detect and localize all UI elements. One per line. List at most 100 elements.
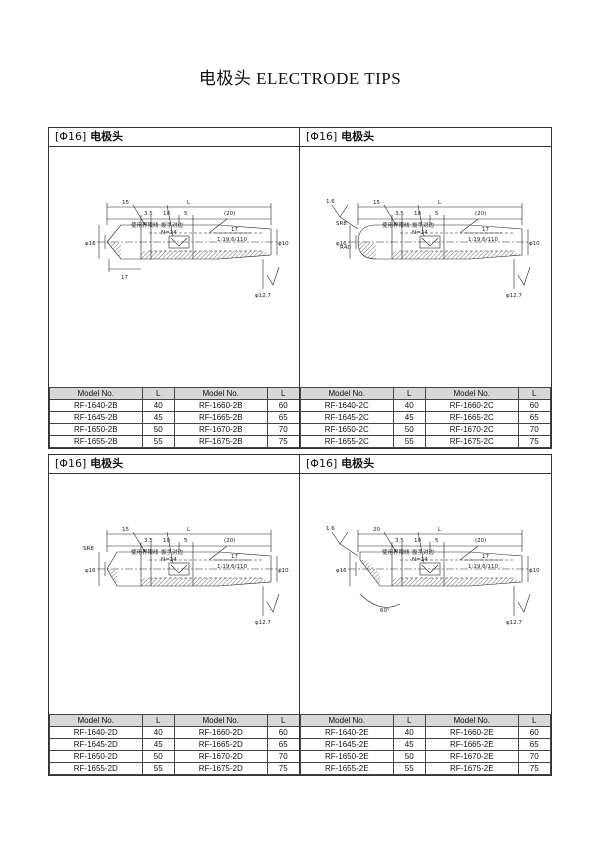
dim-seg5: (20) xyxy=(224,538,235,544)
table-header: Model No. xyxy=(174,387,268,400)
table-header: Model No. xyxy=(174,714,268,727)
technical-drawing: 15 3.5 10 5 (20) L 17 1:19.6/110 使用界限线 扳… xyxy=(49,147,300,382)
dim-taper: 1:19.6/110 xyxy=(468,564,498,570)
panel-header-title: 电极头 xyxy=(90,457,124,470)
dim-seg4: 5 xyxy=(184,538,188,544)
cell-model-no: RF-1665-2E xyxy=(425,738,519,751)
label-n14: N=14 xyxy=(161,230,177,236)
label-wrench: 扳手对边 xyxy=(412,221,435,229)
cell-length: 60 xyxy=(517,726,551,739)
cell-model-no: RF-1640-2D xyxy=(49,726,143,739)
cell-model-no: RF-1650-2D xyxy=(49,750,143,763)
dim-seg3: 10 xyxy=(163,211,170,217)
dim-seg5: (20) xyxy=(475,211,486,217)
dim-17: 17 xyxy=(231,554,238,560)
dim-seg4: 5 xyxy=(184,211,188,217)
dim-seg1: 20 xyxy=(373,527,380,533)
cell-length: 70 xyxy=(517,750,551,763)
table-header: L xyxy=(517,714,551,727)
cell-model-no: RF-1650-2E xyxy=(300,750,394,763)
dim-tolerance: φ12.7 xyxy=(506,620,522,626)
table-header: Model No. xyxy=(425,714,519,727)
dim-seg2: 3.5 xyxy=(395,538,404,544)
dim-phi10: φ10 xyxy=(278,568,289,574)
cell-model-no: RF-1640-2E xyxy=(300,726,394,739)
panel-header-tag: [Φ16] xyxy=(55,130,87,143)
dim-phi16: φ16 xyxy=(336,241,347,247)
page-title: 电极头 ELECTRODE TIPS xyxy=(198,69,402,88)
cell-model-no: RF-1640-2C xyxy=(300,399,394,412)
panel-tip-2d: [Φ16] 电极头 xyxy=(48,454,301,776)
dim-seg5: (20) xyxy=(224,211,235,217)
dim-tolerance: φ12.7 xyxy=(506,293,522,299)
dim-seg2: 3.5 xyxy=(144,538,153,544)
cell-model-no: RF-1640-2B xyxy=(49,399,143,412)
cell-model-no: RF-1650-2B xyxy=(49,423,143,436)
dim-L: L xyxy=(187,200,191,206)
dim-L: L xyxy=(438,527,442,533)
dim-angle: 1.6 xyxy=(326,199,335,205)
cell-length: 55 xyxy=(392,435,426,448)
panel-header: [Φ16] 电极头 xyxy=(49,455,300,474)
panel-header: [Φ16] 电极头 xyxy=(49,128,300,147)
technical-drawing: 15 3.5 10 5 (20) L 17 1:19.6/110 使用界限线 扳… xyxy=(49,474,300,709)
cell-length: 45 xyxy=(141,738,175,751)
cell-model-no: RF-1645-2E xyxy=(300,738,394,751)
cell-model-no: RF-1650-2C xyxy=(300,423,394,436)
panel-tip-2b: [Φ16] 电极头 xyxy=(48,127,301,449)
cell-length: 40 xyxy=(141,726,175,739)
dim-taper: 1:19.6/110 xyxy=(217,564,247,570)
cell-length: 40 xyxy=(141,399,175,412)
cell-model-no: RF-1675-2B xyxy=(174,435,268,448)
cell-model-no: RF-1675-2E xyxy=(425,762,519,775)
panel-header-tag: [Φ16] xyxy=(306,457,338,470)
dim-taper: 1:19.6/110 xyxy=(217,237,247,243)
panel-header-title: 电极头 xyxy=(341,457,375,470)
cell-model-no: RF-1665-2D xyxy=(174,738,268,751)
cell-model-no: RF-1665-2B xyxy=(174,411,268,424)
cell-model-no: RF-1675-2C xyxy=(425,435,519,448)
table-header: L xyxy=(141,714,175,727)
cell-length: 70 xyxy=(517,423,551,436)
dim-17: 17 xyxy=(482,554,489,560)
panel-tip-2e: [Φ16] 电极头 xyxy=(299,454,552,776)
cell-length: 65 xyxy=(517,411,551,424)
dim-tolerance: φ12.7 xyxy=(255,620,271,626)
cell-model-no: RF-1670-2D xyxy=(174,750,268,763)
cell-length: 70 xyxy=(266,750,300,763)
dim-L: L xyxy=(438,200,442,206)
cell-length: 65 xyxy=(266,411,300,424)
cell-model-no: RF-1670-2C xyxy=(425,423,519,436)
dim-seg5: (20) xyxy=(475,538,486,544)
cell-length: 55 xyxy=(392,762,426,775)
dim-phi16: φ16 xyxy=(85,568,96,574)
cell-model-no: RF-1655-2C xyxy=(300,435,394,448)
dim-seg3: 10 xyxy=(414,538,421,544)
cell-length: 75 xyxy=(517,435,551,448)
table-header: Model No. xyxy=(49,714,143,727)
cell-model-no: RF-1670-2E xyxy=(425,750,519,763)
dim-phi16: φ16 xyxy=(336,568,347,574)
cell-length: 70 xyxy=(266,423,300,436)
cell-length: 65 xyxy=(517,738,551,751)
cell-length: 40 xyxy=(392,726,426,739)
cell-model-no: RF-1660-2D xyxy=(174,726,268,739)
table-header: L xyxy=(392,387,426,400)
table-header: L xyxy=(517,387,551,400)
label-n14: N=14 xyxy=(161,557,177,563)
cell-model-no: RF-1645-2B xyxy=(49,411,143,424)
